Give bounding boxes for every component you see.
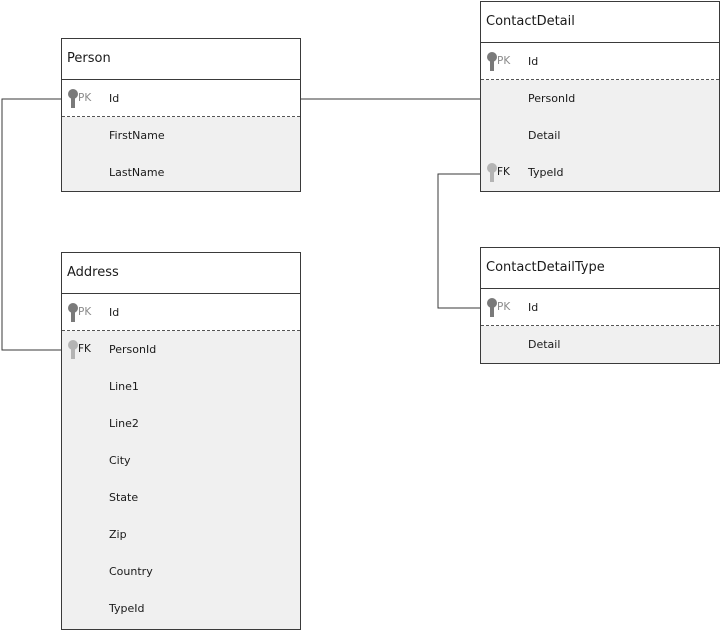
field-row[interactable]: PK Id: [62, 80, 300, 117]
field-row[interactable]: Detail: [481, 326, 719, 363]
field-name: LastName: [109, 166, 165, 179]
key-type: PK: [78, 306, 92, 318]
entity-address[interactable]: Address PK Id FK PersonId Line1 Line2 Ci…: [61, 252, 301, 630]
field-name: PersonId: [109, 343, 157, 356]
entity-person[interactable]: Person PK Id FirstName LastName: [61, 38, 301, 192]
field-name: Line1: [109, 380, 139, 393]
field-row[interactable]: Country: [62, 553, 300, 590]
key-type: FK: [78, 343, 91, 355]
field-name: PersonId: [528, 92, 576, 105]
field-row[interactable]: State: [62, 479, 300, 516]
field-name: State: [109, 491, 139, 504]
field-name: TypeId: [528, 166, 564, 179]
field-name: Zip: [109, 528, 127, 541]
field-name: FirstName: [109, 129, 165, 142]
entity-contactdetailtype[interactable]: ContactDetailType PK Id Detail: [480, 247, 720, 364]
field-row[interactable]: Detail: [481, 117, 719, 154]
field-row[interactable]: PersonId: [481, 80, 719, 117]
field-row[interactable]: FK TypeId: [481, 154, 719, 191]
field-row[interactable]: Line2: [62, 405, 300, 442]
key-type: PK: [497, 55, 511, 67]
field-row[interactable]: LastName: [62, 154, 300, 191]
field-name: City: [109, 454, 131, 467]
field-row[interactable]: Line1: [62, 368, 300, 405]
field-row[interactable]: TypeId: [62, 590, 300, 627]
field-row[interactable]: PK Id: [62, 294, 300, 331]
field-name: Detail: [528, 338, 561, 351]
key-icon: [68, 89, 78, 108]
key-icon: [68, 340, 78, 359]
field-name: Detail: [528, 129, 561, 142]
field-name: Id: [528, 301, 539, 314]
key-type: FK: [497, 166, 510, 178]
field-name: Country: [109, 565, 153, 578]
entity-title: Person: [62, 39, 300, 80]
entity-contactdetail[interactable]: ContactDetail PK Id PersonId Detail FK T…: [480, 1, 720, 192]
key-type: PK: [78, 92, 92, 104]
field-name: Id: [109, 92, 120, 105]
field-name: Id: [109, 306, 120, 319]
connector-contactdetail-typeid-to-contactdetailtype-id: [437, 173, 480, 309]
field-row[interactable]: PK Id: [481, 289, 719, 326]
connector-address-personid-to-person-id: [1, 98, 61, 351]
field-row[interactable]: FirstName: [62, 117, 300, 154]
field-row[interactable]: City: [62, 442, 300, 479]
field-name: Id: [528, 55, 539, 68]
entity-title: ContactDetailType: [481, 248, 719, 289]
field-row[interactable]: Zip: [62, 516, 300, 553]
key-icon: [487, 52, 497, 71]
key-type: PK: [497, 301, 511, 313]
key-icon: [487, 298, 497, 317]
key-icon: [68, 303, 78, 322]
field-row[interactable]: PK Id: [481, 43, 719, 80]
field-row[interactable]: FK PersonId: [62, 331, 300, 368]
entity-title: Address: [62, 253, 300, 294]
entity-title: ContactDetail: [481, 2, 719, 43]
field-name: Line2: [109, 417, 139, 430]
key-icon: [487, 163, 497, 182]
field-name: TypeId: [109, 602, 145, 615]
